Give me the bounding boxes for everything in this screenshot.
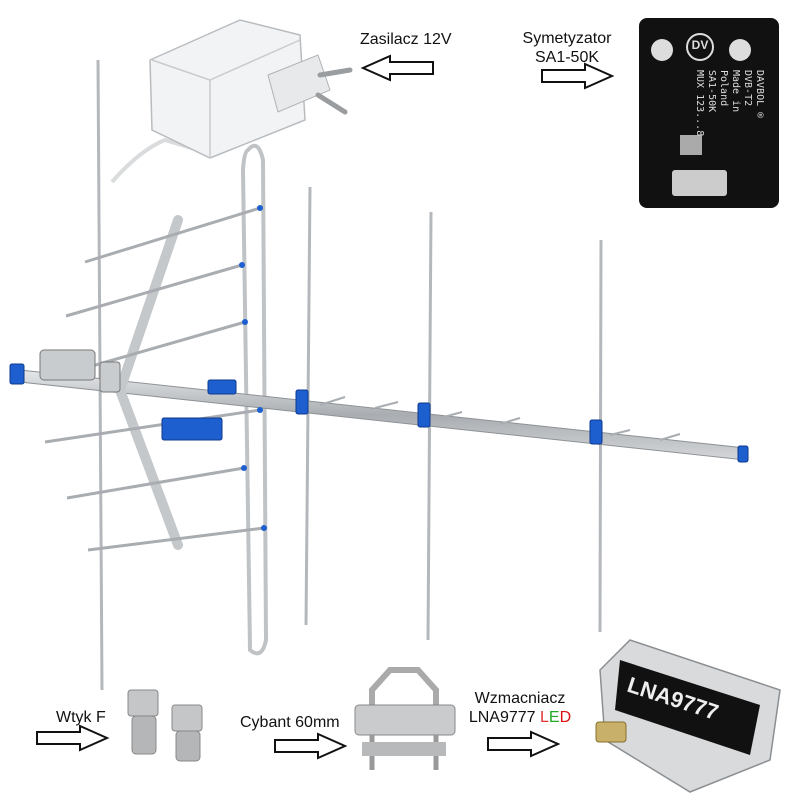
arrow-power — [360, 54, 434, 82]
balun-label-line2: SA1-50K — [534, 49, 600, 66]
f-connector-label: Wtyk F — [56, 709, 106, 726]
led-letter-d: D — [559, 709, 572, 726]
director-rods — [319, 396, 681, 441]
blue-clips — [9, 363, 749, 463]
balun-label-line1: Symetyzator — [522, 30, 612, 47]
balun-label: Symetyzator SA1-50K — [512, 29, 622, 67]
power-supply-image — [110, 19, 353, 184]
balun-text-2: DVB-T2 — [742, 70, 753, 107]
balun-module-logo: DV — [691, 38, 709, 52]
amplifier-image — [595, 639, 781, 793]
arrows — [36, 54, 615, 760]
power-supply-label: Zasilacz 12V — [360, 31, 452, 48]
balun-module-image — [639, 18, 779, 208]
clamp-label: Cybant 60mm — [240, 714, 340, 731]
balun-module-text: DAVBOL ® DVB-T2 Made in Poland SA1-50K M… — [693, 70, 765, 190]
mount-bracket — [39, 349, 121, 393]
arrow-fconn — [36, 724, 110, 752]
loop-dipole — [240, 143, 269, 656]
amplifier-label-line2: LNA9777 LED — [455, 708, 585, 727]
f-connector-image — [127, 689, 203, 762]
vertical-elements — [96, 59, 603, 691]
amplifier-label: Wzmacniacz LNA9777 LED — [455, 689, 585, 727]
clamp-image — [354, 667, 456, 770]
arrow-balun — [541, 62, 615, 90]
balun-text-3: Made in — [730, 70, 741, 113]
balun-text-6: MUX 123...8 — [694, 70, 705, 137]
reflector-rods — [44, 206, 265, 552]
reflector-frame — [115, 215, 183, 550]
balun-text-1: DAVBOL ® — [754, 70, 765, 119]
amplifier-label-line1: Wzmacniacz — [474, 690, 566, 707]
led-letter-l: L — [540, 709, 549, 726]
balun-text-5: SA1-50K — [706, 70, 717, 113]
led-letter-e: E — [548, 709, 560, 726]
amplifier-label-led: LED — [540, 709, 571, 726]
balun-text-4: Poland — [718, 70, 729, 107]
arrow-amp — [487, 730, 561, 758]
amplifier-label-model: LNA9777 — [468, 709, 536, 726]
arrow-clamp — [274, 732, 348, 760]
